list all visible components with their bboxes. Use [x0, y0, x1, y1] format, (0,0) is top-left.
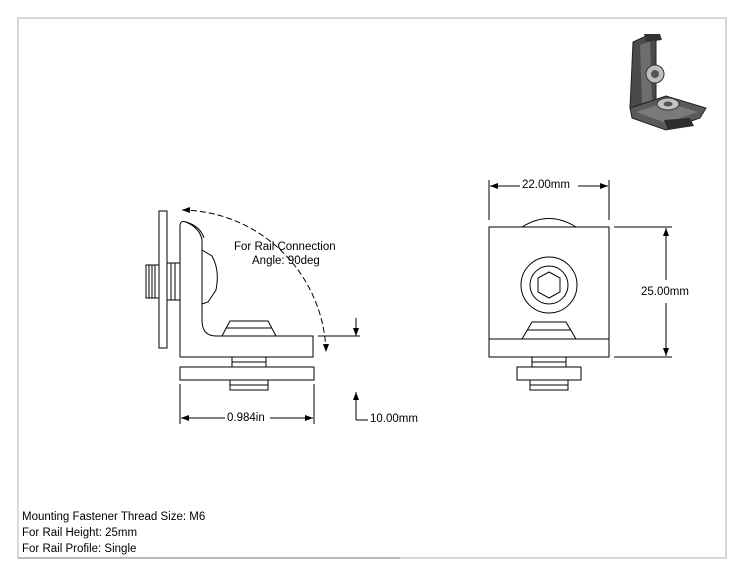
dim-offset: 10.00mm: [370, 413, 418, 425]
side-rail-plate: [158, 210, 168, 349]
side-stud-right: [166, 262, 181, 301]
note-rail-height: For Rail Height: 25mm: [22, 527, 138, 539]
iso-view: [614, 25, 722, 143]
side-bolt-head-upper: [201, 249, 218, 305]
front-bolt-head-inner: [529, 265, 569, 305]
note-rail-profile: For Rail Profile: Single: [22, 543, 137, 555]
iso-base-face: [636, 102, 698, 123]
front-view: [488, 180, 672, 391]
front-tnut: [516, 366, 582, 381]
front-bracket-body: [488, 226, 610, 358]
angle-annotation-line1: For Rail Connection: [234, 241, 336, 253]
angle-arc: [181, 209, 327, 353]
iso-nut: [664, 118, 694, 130]
dim-width-bottom: 0.984in: [227, 412, 265, 424]
dim-width-top: 22.00mm: [522, 179, 570, 191]
note-thread-size: Mounting Fastener Thread Size: M6: [22, 511, 206, 523]
front-bolt-head-outer: [520, 256, 578, 314]
side-bracket-fillet: [185, 221, 205, 239]
side-view: [145, 207, 368, 424]
iso-top-nut: [644, 34, 662, 42]
front-top-hump: [521, 218, 577, 228]
angle-annotation-line2: Angle: 90deg: [252, 255, 320, 267]
side-tnut: [179, 366, 315, 381]
iso-bolt-upright-socket: [651, 70, 659, 78]
notes-block: Mounting Fastener Thread Size: M6 For Ra…: [22, 509, 205, 557]
side-bracket-profile: [179, 221, 314, 358]
iso-bolt-base-socket: [663, 101, 673, 107]
front-hex-socket: [537, 271, 561, 299]
dim-height-right: 25.00mm: [641, 286, 689, 298]
